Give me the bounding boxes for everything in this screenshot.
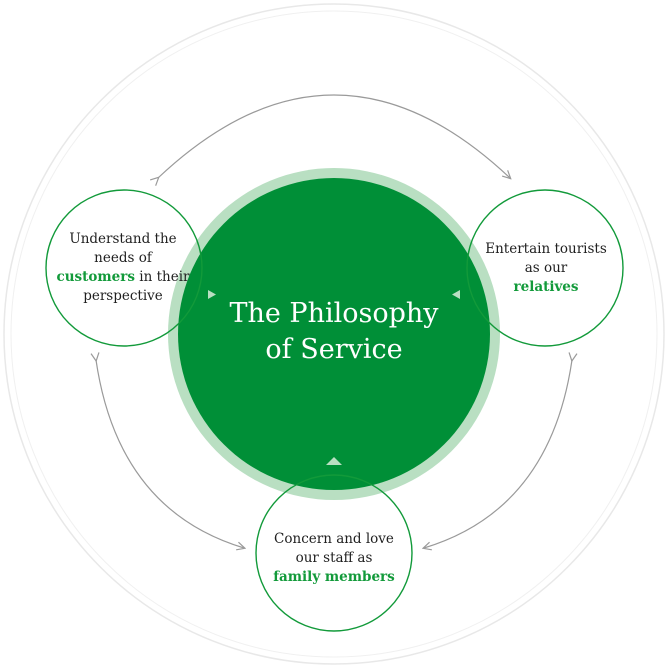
- node-left-line4: perspective: [83, 288, 163, 304]
- node-right-line1: Entertain tourists: [485, 241, 607, 257]
- arrow-left: [96, 360, 244, 548]
- node-bottom-line2: our staff as: [295, 550, 373, 566]
- node-left-text: Understand the needs of customers in the…: [48, 230, 198, 306]
- pointer-triangle-left: [208, 290, 216, 299]
- node-left-highlight: customers: [56, 269, 135, 285]
- node-right-text: Entertain tourists as our relatives: [468, 240, 624, 297]
- node-left-after: in their: [134, 269, 190, 285]
- arrow-top: [158, 94, 510, 178]
- node-bottom-text: Concern and love our staff as family mem…: [255, 530, 413, 587]
- node-left-line3: customers in their: [48, 268, 198, 287]
- node-bottom-line1: Concern and love: [274, 531, 394, 547]
- pointer-triangle-bottom: [326, 457, 342, 465]
- node-circle-left: [45, 189, 203, 347]
- node-left-line1: Understand the: [69, 231, 177, 247]
- node-circle-right: [466, 189, 624, 347]
- node-bottom-highlight: family members: [273, 569, 395, 585]
- pointer-triangle-right: [452, 290, 460, 299]
- node-right-highlight: relatives: [513, 279, 579, 295]
- arrow-right: [424, 360, 572, 548]
- outer-ring: [3, 3, 665, 665]
- node-circle-bottom: [255, 474, 413, 632]
- node-right-line2: as our: [524, 260, 568, 276]
- center-title-line1: The Philosophy: [229, 298, 439, 329]
- center-circle: [178, 178, 490, 490]
- node-left-line2: needs of: [94, 250, 152, 266]
- outer-ring-inner: [10, 10, 658, 658]
- center-title: The Philosophy of Service: [214, 296, 454, 368]
- center-title-line2: of Service: [265, 334, 403, 365]
